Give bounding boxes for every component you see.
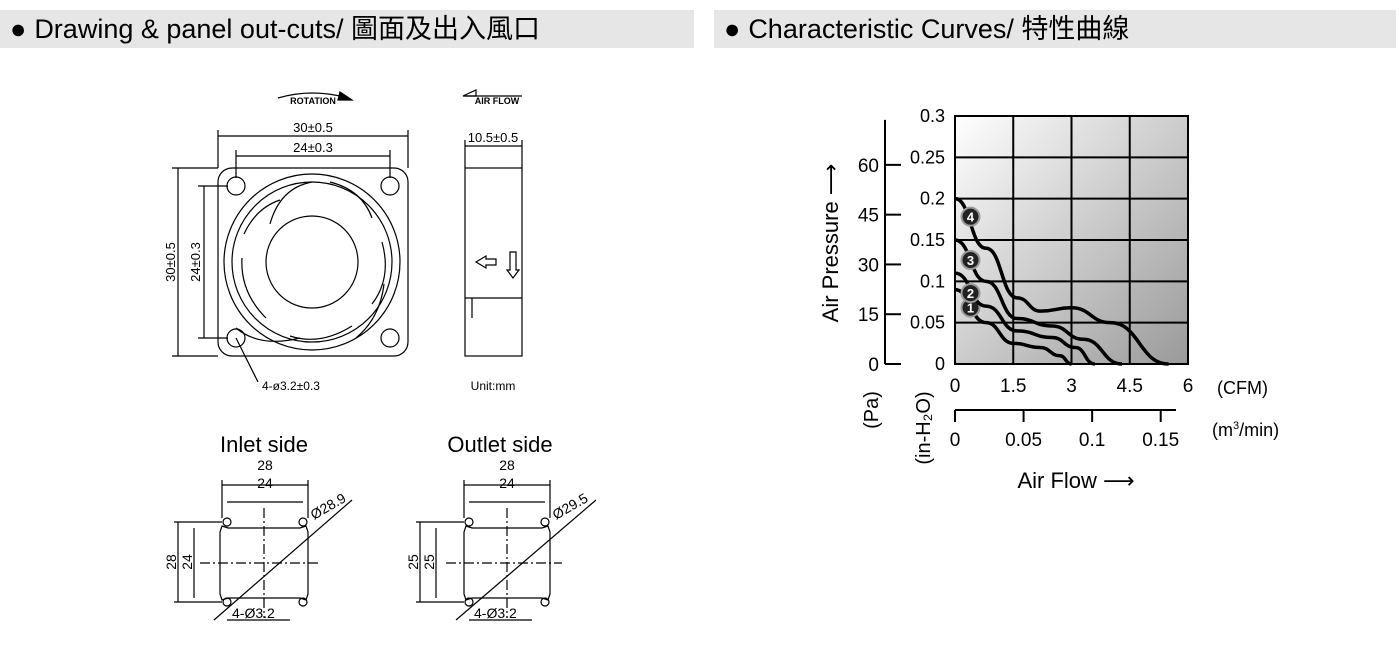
- y-tick-pa: 60: [858, 156, 879, 177]
- dim-height-outer: 30±0.5: [163, 242, 178, 282]
- outlet-cutout: [416, 480, 597, 621]
- bullet: ●: [10, 14, 27, 44]
- x-tick-m3: 0.15: [1142, 430, 1179, 451]
- outlet-w-inner: 24: [499, 475, 515, 491]
- fan-side-view: [464, 167, 523, 357]
- outlet-h-outer: 25: [405, 554, 421, 570]
- y-tick-pa: 15: [858, 305, 879, 326]
- fan-hub: [265, 215, 359, 309]
- fan-drawing: ROTATION AIR FLOW 30±0.5 24±0.3 30±0.5 2…: [163, 89, 597, 621]
- inlet-h-inner: 24: [179, 554, 195, 570]
- arrow-left-icon: [474, 254, 497, 270]
- header-title: Drawing & panel out-cuts/ 圖面及出入風口: [34, 14, 540, 44]
- curve-4: [954, 196, 1169, 366]
- curve-2: [954, 271, 1096, 366]
- inlet-w-inner: 24: [257, 475, 273, 491]
- inlet-cutout: [174, 480, 353, 621]
- x-tick-cfm: 3: [1066, 376, 1077, 397]
- curves: 12 3 4: [954, 196, 1169, 366]
- y-inh2o-unit: (in-H₂O): [913, 391, 935, 464]
- airflow-label: AIR FLOW: [475, 96, 520, 106]
- inlet-h-outer: 28: [163, 554, 179, 570]
- mount-hole: [226, 176, 246, 196]
- y-tick-pa: 30: [858, 255, 879, 276]
- outlet-w-outer: 28: [499, 457, 515, 473]
- y-tick-pa: 45: [858, 206, 879, 227]
- rotation-label: ROTATION: [290, 96, 336, 106]
- curve-badge-label: 1: [967, 301, 974, 316]
- x-cfm-unit: (CFM): [1217, 378, 1268, 398]
- x-tick-cfm: 6: [1183, 376, 1194, 397]
- x-tick-m3: 0.1: [1079, 430, 1105, 451]
- curve-badge: [960, 206, 981, 227]
- y-tick-inh2o: 0.25: [910, 147, 945, 167]
- inlet-diameter: Ø28.9: [308, 490, 349, 523]
- unit-label: Unit:mm: [471, 379, 516, 393]
- arrowhead-icon: [462, 89, 477, 97]
- x-tick-cfm: 0: [950, 376, 961, 397]
- outlet-holes: 4-Ø3.2: [474, 605, 517, 621]
- curve-badge-label: 3: [967, 253, 974, 268]
- header-title: Characteristic Curves/ 特性曲線: [748, 14, 1130, 44]
- y-tick-inh2o: 0.1: [920, 271, 945, 291]
- curve-badge: [960, 250, 981, 270]
- curve-badge-label: 4: [967, 210, 975, 225]
- x-tick-cfm: 1.5: [1000, 376, 1026, 397]
- fan-blades: [235, 181, 386, 342]
- y-tick-pa: 0: [868, 355, 879, 376]
- y-tick-inh2o: 0.3: [920, 106, 945, 126]
- section-header-drawing: ●Drawing & panel out-cuts/ 圖面及出入風口: [0, 10, 694, 48]
- x-tick-cfm: 4.5: [1117, 376, 1143, 397]
- inlet-w-outer: 28: [257, 457, 273, 473]
- mount-hole: [380, 176, 400, 196]
- section-header-curves: ●Characteristic Curves/ 特性曲線: [714, 10, 1396, 48]
- curve-badge-label: 2: [967, 286, 974, 301]
- y-tick-inh2o: 0.15: [910, 230, 945, 250]
- fan-frame: [217, 167, 409, 357]
- inlet-title: Inlet side: [220, 432, 308, 457]
- y-pa-unit: (Pa): [861, 391, 883, 429]
- x-tick-m3: 0.05: [1005, 430, 1042, 451]
- dim-width-inner: 24±0.3: [293, 140, 333, 155]
- outlet-h-inner: 25: [421, 554, 437, 570]
- outlet-title: Outlet side: [447, 432, 552, 457]
- bullet: ●: [724, 14, 741, 44]
- y-axis-title: Air Pressure ⟶: [818, 164, 843, 323]
- inlet-holes: 4-Ø3.2: [232, 605, 275, 621]
- x-tick-m3: 0: [950, 430, 961, 451]
- curve-1: [954, 287, 1072, 366]
- dim-width-outer: 30±0.5: [293, 120, 333, 135]
- axis-labels: Air Pressure ⟶ Air Flow ⟶ (CFM) (m3/min)…: [818, 164, 1279, 493]
- y-tick-inh2o: 0.2: [920, 189, 945, 209]
- y-tick-inh2o: 0.05: [910, 313, 945, 333]
- dim-height-inner: 24±0.3: [188, 242, 203, 282]
- curve-badge: [960, 283, 981, 304]
- y-tick-inh2o: 0: [935, 354, 945, 374]
- mount-hole: [380, 328, 400, 348]
- x-m3-unit: (m3/min): [1212, 420, 1279, 440]
- curve-3: [954, 238, 1123, 366]
- hole-note: 4-ø3.2±0.3: [262, 379, 320, 393]
- x-axis-title: Air Flow ⟶: [1017, 468, 1134, 493]
- arrow-down-icon: [505, 251, 521, 279]
- arrowhead-icon: [337, 91, 354, 101]
- dim-depth: 10.5±0.5: [468, 130, 519, 145]
- fan-venturi: [223, 173, 401, 351]
- outlet-diameter: Ø29.5: [550, 490, 591, 523]
